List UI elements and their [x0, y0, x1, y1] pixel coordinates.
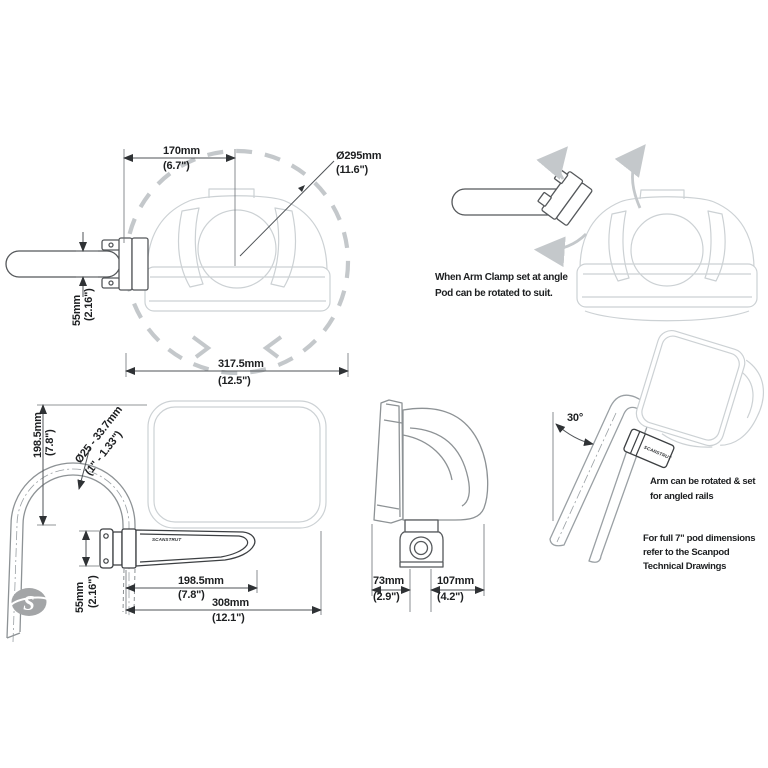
angled-view: SCANSTRUT 30° Arm can be rotated & set f… — [549, 329, 764, 572]
swing-arrow-left-icon — [191, 335, 212, 359]
dimension-offset-170mm: 170mm (6.7") — [123, 145, 236, 266]
dim-overall-inch-label: (12.1") — [212, 612, 245, 624]
dim-front-55mm-inch-label: (2.16") — [87, 575, 99, 608]
dim-317mm-inch-label: (12.5") — [218, 375, 251, 387]
dim-73mm-inch-label: (2.9") — [373, 591, 400, 603]
dimension-angle-30: 30° — [552, 412, 594, 521]
dimension-arm-height-55mm: 55mm (2.16") — [74, 530, 99, 613]
dimension-clamp-55mm: 55mm (2.16") — [71, 232, 98, 326]
dim-170mm-inch-label: (6.7") — [163, 160, 190, 172]
rotation-view: When Arm Clamp set at angle Pod can be r… — [435, 144, 758, 322]
dimension-arm-198mm: 198.5mm (7.8") — [125, 570, 258, 614]
rotation-caption-line1: When Arm Clamp set at angle — [435, 272, 568, 283]
side-view: 73mm (2.9") 107mm (4.2") — [371, 399, 489, 612]
note-line2: refer to the Scanpod — [643, 547, 730, 558]
rotate-arrow-icon — [536, 146, 568, 180]
angle-30-label: 30° — [567, 412, 583, 424]
arm-clamp-top-drawing — [5, 237, 149, 291]
dim-55mm-label: 55mm — [71, 295, 83, 326]
logo-swoosh — [10, 596, 48, 606]
scanstrut-logo: S — [10, 588, 48, 616]
angled-caption-line1: Arm can be rotated & set — [650, 476, 756, 487]
angled-rail-drawing — [549, 394, 650, 563]
pod-top-drawing — [144, 188, 331, 312]
note-line1: For full 7" pod dimensions — [643, 533, 755, 544]
angled-caption-note: For full 7" pod dimensions refer to the … — [643, 533, 756, 572]
brand-label: SCANSTRUT — [152, 537, 182, 542]
pod-angled-drawing — [635, 329, 764, 448]
rotation-arrows — [533, 144, 646, 268]
rotate-arrow-icon — [533, 232, 587, 268]
front-view: SCANSTRUT 198.5mm (7.8") Ø25 - 33.7mm (1… — [6, 400, 327, 643]
clamp-side-drawing — [399, 519, 444, 568]
dimension-swing-317mm: 317.5mm (12.5") — [125, 353, 349, 387]
dimension-front-73mm: 73mm (2.9") — [371, 524, 411, 612]
dim-height-inch-label: (7.8") — [44, 429, 56, 456]
dim-front-55mm-label: 55mm — [74, 582, 86, 613]
clamp-angled-drawing: SCANSTRUT — [623, 428, 675, 469]
dim-height-label: 198.5mm — [32, 412, 44, 458]
swing-circle — [123, 148, 351, 376]
rotation-caption: When Arm Clamp set at angle Pod can be r… — [435, 272, 569, 299]
rotation-caption-line2: Pod can be rotated to suit. — [435, 288, 553, 299]
arm-front-drawing: SCANSTRUT — [99, 528, 256, 569]
dim-107mm-inch-label: (4.2") — [437, 591, 464, 603]
swing-arrow-right-icon — [262, 335, 283, 359]
pod-side-drawing — [373, 399, 489, 524]
dim-170mm-label: 170mm — [163, 145, 200, 157]
note-line3: Technical Drawings — [643, 561, 726, 572]
dimension-rear-107mm: 107mm (4.2") — [430, 524, 485, 612]
dimension-diameter-295mm: Ø295mm (11.6") — [239, 150, 382, 257]
dim-295mm-inch-label: (11.6") — [336, 164, 368, 176]
dim-55mm-inch-label: (2.16") — [83, 288, 95, 321]
dim-arm-label: 198.5mm — [178, 575, 224, 587]
dim-73mm-label: 73mm — [373, 575, 404, 587]
dim-317mm-label: 317.5mm — [218, 358, 264, 370]
dimension-overall-308mm: 308mm (12.1") — [125, 531, 322, 624]
top-view: 170mm (6.7") Ø295mm (11.6") 55mm (2.16")… — [5, 145, 382, 387]
dim-overall-label: 308mm — [212, 597, 249, 609]
pod-front-drawing — [147, 400, 327, 529]
rail-drawing — [6, 462, 136, 643]
angled-caption-rotate: Arm can be rotated & set for angled rail… — [650, 476, 757, 502]
angled-caption-line2: for angled rails — [650, 491, 713, 502]
dim-295mm-label: Ø295mm — [336, 150, 382, 162]
arm-clamp-angled-drawing — [451, 169, 593, 226]
dimension-height-198mm: 198.5mm (7.8") — [32, 404, 147, 526]
logo-letter: S — [23, 591, 35, 615]
logo-ellipse — [11, 588, 47, 616]
rotate-arrow-icon — [614, 144, 646, 209]
dim-arm-inch-label: (7.8") — [178, 589, 205, 601]
dim-107mm-label: 107mm — [437, 575, 474, 587]
pod-rotation-drawing — [576, 189, 758, 322]
